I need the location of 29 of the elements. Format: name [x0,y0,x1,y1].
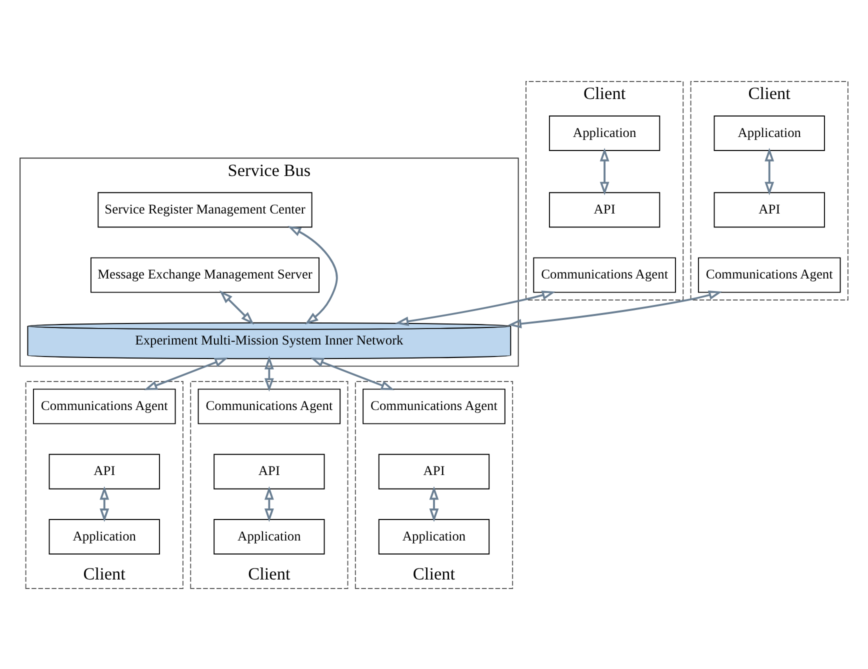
arrow [144,357,228,390]
arrow [764,147,774,195]
node-box: API [48,453,160,489]
arrow [508,290,722,328]
node-box: API [214,453,325,489]
node-box: Communications Agent [362,388,506,424]
arrow [288,225,338,324]
node-box: API [378,453,490,489]
node-box: Application [378,518,490,554]
arrow [395,290,556,326]
node-box: Communications Agent [198,388,341,424]
node-box: Communications Agent [33,388,176,424]
node-box: Application [48,518,160,554]
node-box: API [714,192,825,228]
node-box: Message Exchange Management Server [90,256,320,292]
node-box: Service Register Management Center [98,192,312,228]
arrow [600,147,610,195]
node-box: Communications Agent [698,256,841,292]
node-box: Application [548,115,660,150]
node-box: Application [214,518,325,554]
arrow [100,486,110,522]
arrow [429,486,439,522]
arrow [219,290,254,324]
node-box: API [548,192,660,228]
arrow [310,357,394,390]
node-box: Communications Agent [533,256,676,292]
arrow [264,486,274,522]
arrow [264,355,274,392]
node-box: Application [714,115,825,150]
